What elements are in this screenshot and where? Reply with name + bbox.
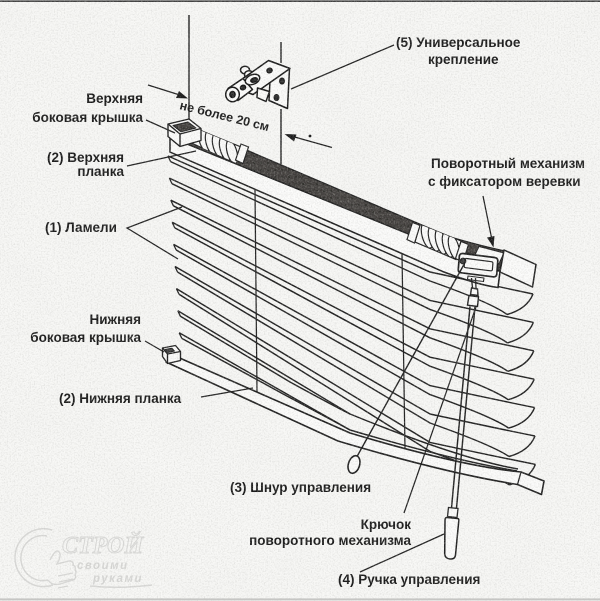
scan-grain-overlay — [0, 0, 600, 601]
blinds-diagram: СТРОЙ своими руками — [0, 0, 600, 601]
